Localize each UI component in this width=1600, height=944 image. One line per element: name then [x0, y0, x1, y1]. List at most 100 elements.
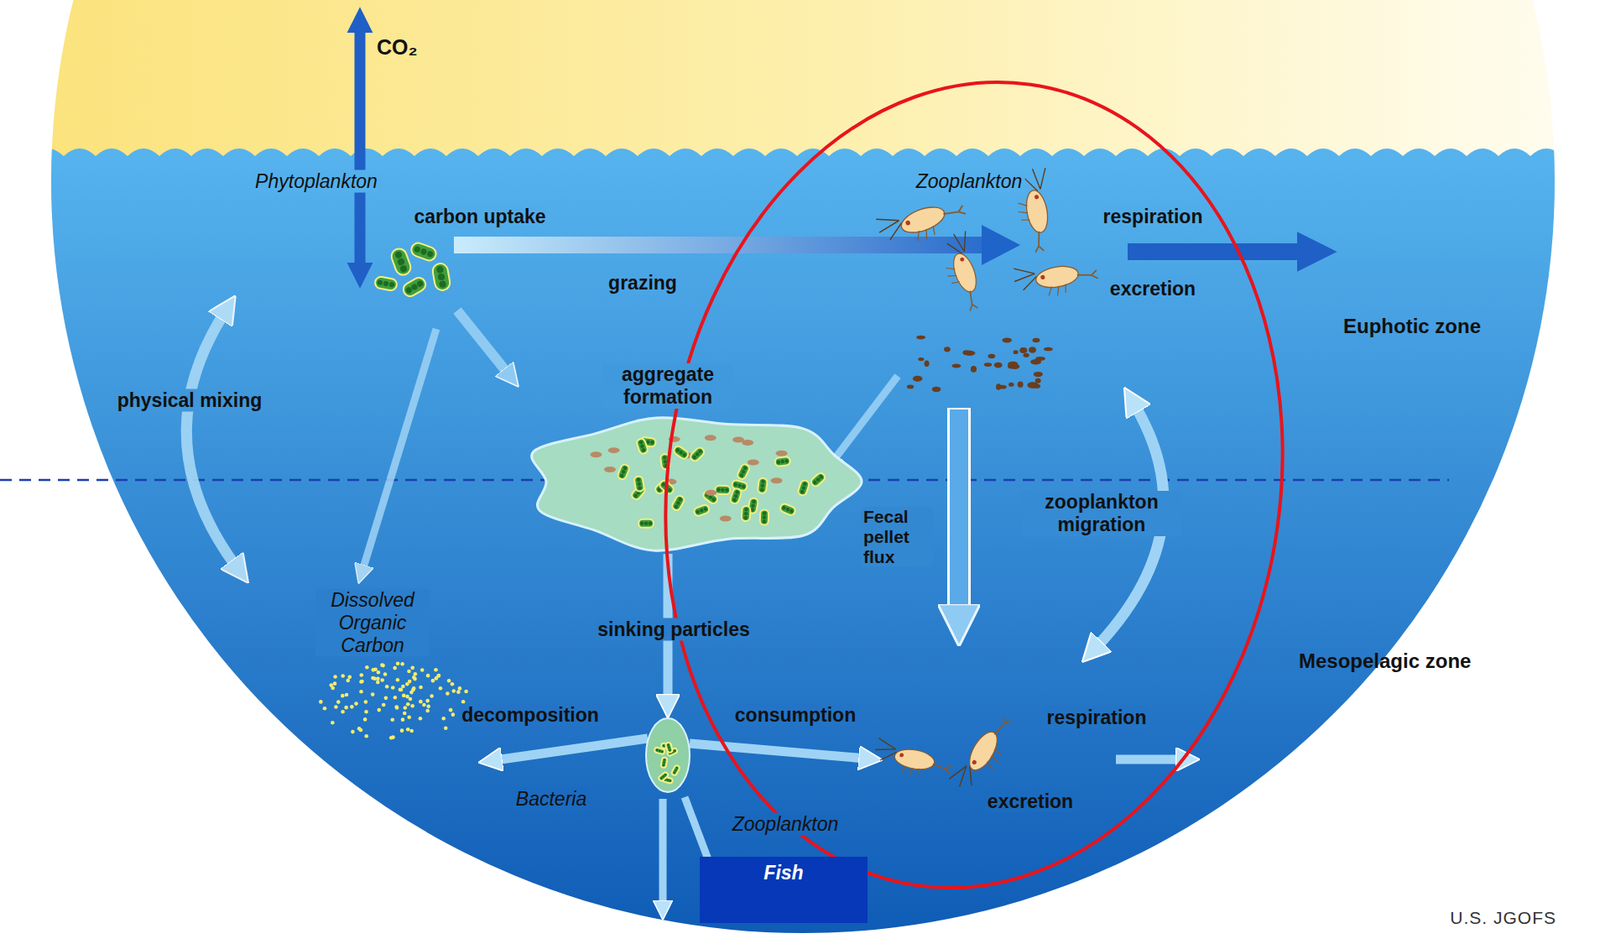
cell-nucleus	[750, 503, 756, 508]
cell-nucleus	[720, 488, 725, 493]
cell-nucleus	[667, 743, 670, 746]
doc-dot	[333, 674, 338, 679]
doc-dot	[354, 701, 359, 706]
doc-dot	[380, 677, 385, 683]
doc-dot	[371, 667, 376, 673]
cell-wall	[779, 502, 797, 516]
cell-wall	[693, 503, 710, 517]
doc-dot	[345, 678, 350, 683]
credit-label: U.S. JGOFS	[1447, 907, 1559, 928]
doc-dot	[450, 682, 455, 687]
doc-dot	[400, 661, 405, 667]
fecal-pellet	[988, 354, 996, 360]
cell-nucleus	[734, 489, 741, 496]
aggregate-pellet	[704, 489, 717, 496]
doc-dot	[443, 725, 449, 730]
cell-nucleus	[661, 750, 664, 753]
cell-wall	[401, 275, 428, 299]
cell-nucleus	[762, 515, 767, 520]
phytoplankton-cell	[736, 463, 751, 481]
cell-nucleus	[740, 484, 746, 489]
doc-dot	[410, 666, 415, 671]
doc-dot	[328, 682, 334, 688]
cell-nucleus	[668, 779, 672, 782]
cell-wall	[431, 262, 451, 292]
doc-dot	[406, 669, 412, 674]
cell-wall	[741, 505, 751, 522]
doc-dot	[392, 666, 397, 671]
tail	[1076, 270, 1098, 282]
doc-dot	[418, 685, 423, 690]
fecal-pellet	[962, 349, 970, 355]
cell-wall	[638, 519, 654, 528]
doc-dot	[380, 662, 385, 668]
doc-dot	[385, 684, 390, 689]
doc-dot	[340, 693, 345, 699]
process-label: physical mixing	[114, 389, 266, 412]
cell-wall	[702, 489, 720, 506]
cell-nucleus	[812, 479, 818, 485]
phytoplankton-cell	[671, 764, 681, 776]
cell-nucleus	[802, 481, 808, 487]
process-label: aggregate formation	[602, 363, 734, 409]
doc-dot	[390, 685, 396, 690]
phytoplankton-cell	[729, 487, 742, 505]
eye	[959, 256, 965, 262]
cell-nucleus	[744, 507, 749, 512]
cell-nucleus	[740, 469, 746, 475]
cell-nucleus	[760, 479, 766, 484]
zooplankton-figure	[934, 229, 992, 314]
cell-nucleus	[662, 455, 668, 460]
cell-nucleus	[661, 763, 665, 767]
flow-arrow	[362, 328, 437, 571]
doc-dot	[451, 712, 456, 717]
cell-nucleus	[396, 257, 406, 266]
cell-nucleus	[632, 493, 638, 499]
consumption-arrow	[689, 743, 866, 759]
doc-dot	[344, 693, 350, 698]
doc-dot	[418, 716, 423, 721]
phytoplankton-cell	[672, 444, 689, 461]
eye	[905, 219, 912, 226]
phytoplankton-cell	[702, 489, 720, 506]
doc-dot	[383, 672, 388, 677]
cell-wall	[774, 456, 791, 467]
cell-nucleus	[733, 482, 738, 487]
doc-dot	[433, 667, 438, 673]
doc-dot	[359, 728, 364, 733]
aggregate	[531, 417, 862, 552]
cell-nucleus	[711, 496, 717, 502]
cell-wall	[671, 764, 681, 776]
doc-dot	[364, 709, 369, 715]
cell-nucleus	[776, 459, 781, 464]
doc-dot	[336, 699, 341, 704]
organism-label: Zooplankton	[913, 170, 1026, 193]
cell-nucleus	[801, 485, 807, 491]
doc-dot	[406, 702, 411, 707]
legs	[1016, 201, 1031, 222]
phytoplankton-cell	[657, 771, 669, 782]
cell-wall	[688, 446, 706, 464]
doc-dot	[425, 708, 430, 714]
cell-nucleus	[640, 443, 646, 449]
cell-nucleus	[436, 265, 444, 274]
cell-nucleus	[762, 519, 767, 524]
body	[892, 746, 936, 772]
cell-wall	[389, 246, 413, 277]
zooplankton-figure	[874, 189, 970, 254]
fecal-pellet	[1035, 356, 1046, 361]
phytoplankton-cell	[797, 479, 810, 496]
cell-nucleus	[744, 511, 749, 516]
doc-dot	[384, 696, 389, 701]
aggregate-pellet	[604, 466, 616, 473]
cell-wall	[736, 463, 751, 481]
cell-nucleus	[640, 521, 645, 527]
phytoplankton-cell	[757, 477, 768, 494]
fecal-pellet	[924, 359, 930, 367]
cell-wall	[714, 485, 730, 496]
cell-nucleus	[620, 469, 626, 475]
doc-dot	[418, 699, 423, 704]
organisms	[318, 166, 1100, 798]
cell-wall	[797, 479, 810, 496]
